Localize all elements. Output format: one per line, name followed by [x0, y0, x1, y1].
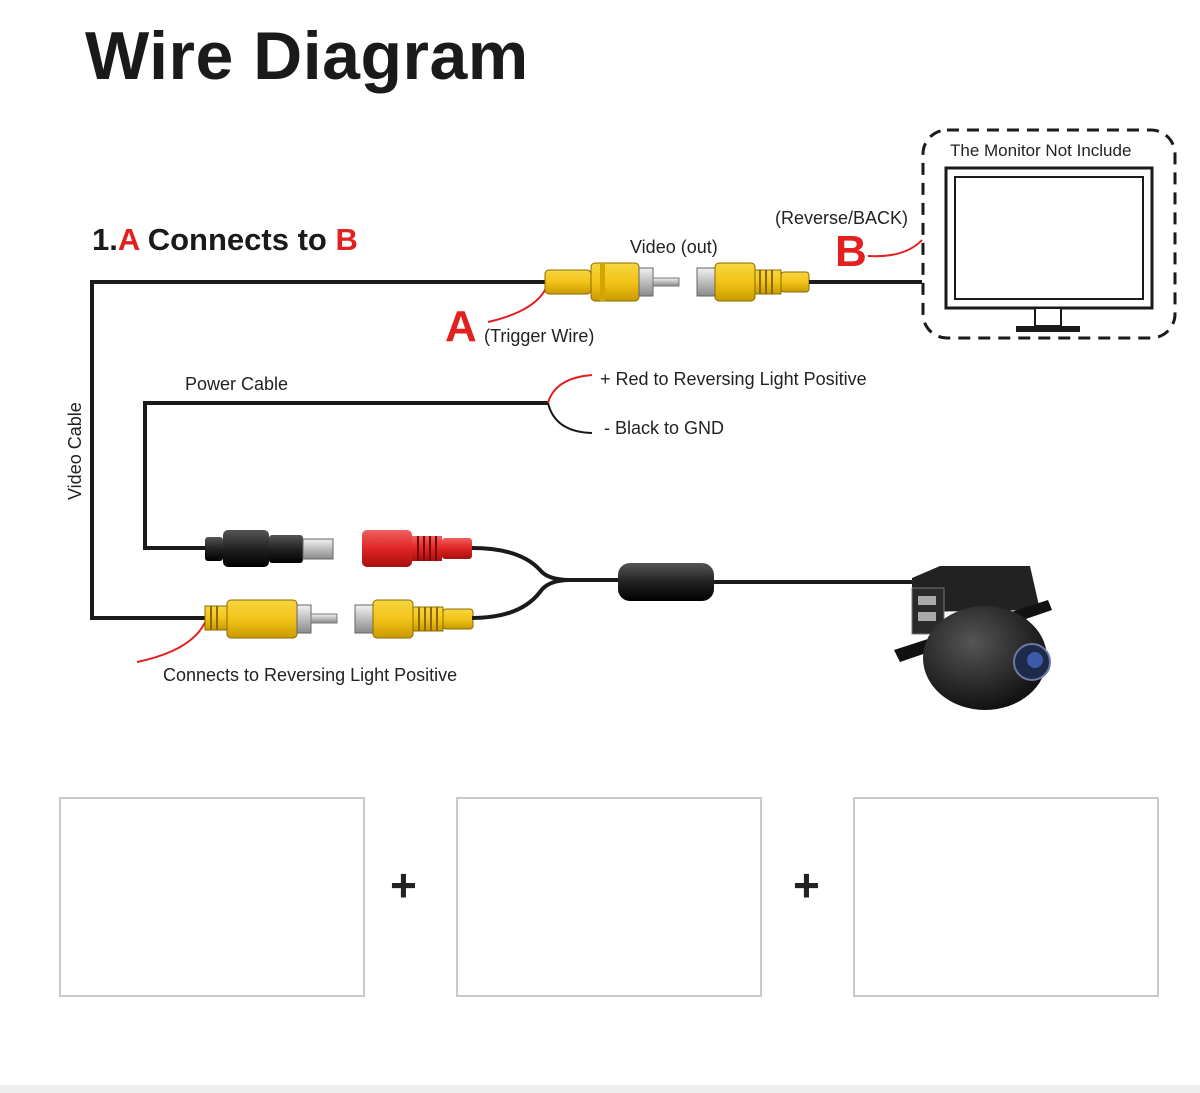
plus-sign-2: + [793, 859, 820, 911]
page-title: Wire Diagram [85, 18, 529, 94]
black-gnd-wire [547, 402, 593, 434]
label-trigger-wire: (Trigger Wire) [484, 326, 595, 346]
label-red-positive: + Red to Reversing Light Positive [600, 369, 867, 389]
subtitle-prefix: 1. [92, 222, 118, 257]
inline-filter [618, 563, 714, 601]
camera-graphic [894, 566, 1052, 710]
label-video-out: Video (out) [630, 237, 718, 257]
reversing-light-lead [136, 617, 208, 663]
y-split-lower [471, 578, 571, 620]
subtitle-b: B [335, 222, 358, 257]
label-black-gnd: - Black to GND [604, 418, 725, 438]
video-cable-wire [90, 280, 548, 620]
lower-rca-male [204, 599, 338, 639]
video-out-rca-male [544, 262, 680, 302]
panel-camera [59, 797, 365, 997]
label-connects-reversing: Connects to Reversing Light Positive [163, 665, 458, 685]
panel-hole-saw [853, 797, 1159, 997]
label-reverse-back: (Reverse/BACK) [775, 208, 909, 228]
label-monitor-not-included: The Monitor Not Include [950, 141, 1132, 160]
subtitle-middle: Connects to [139, 222, 336, 257]
plus-sign-1: + [390, 859, 417, 911]
dc-power-plug [205, 530, 334, 567]
dc-power-socket [362, 530, 472, 567]
footer-strip [0, 1085, 1200, 1093]
label-letter-b: B [835, 227, 867, 276]
reverse-back-wire [867, 239, 923, 258]
label-power-cable: Power Cable [185, 374, 289, 394]
video-in-rca-female [696, 262, 810, 302]
red-positive-wire [547, 374, 593, 404]
label-letter-a: A [445, 302, 477, 351]
monitor-graphic [921, 128, 1177, 340]
panel-cable [456, 797, 762, 997]
trigger-wire [487, 282, 549, 323]
lower-rca-female [354, 599, 474, 639]
label-video-cable: Video Cable [65, 402, 85, 500]
diagram-subtitle: 1.A Connects to B [92, 224, 358, 255]
subtitle-a: A [117, 222, 140, 257]
y-split-upper [471, 546, 620, 582]
power-cable-wire [143, 401, 548, 550]
